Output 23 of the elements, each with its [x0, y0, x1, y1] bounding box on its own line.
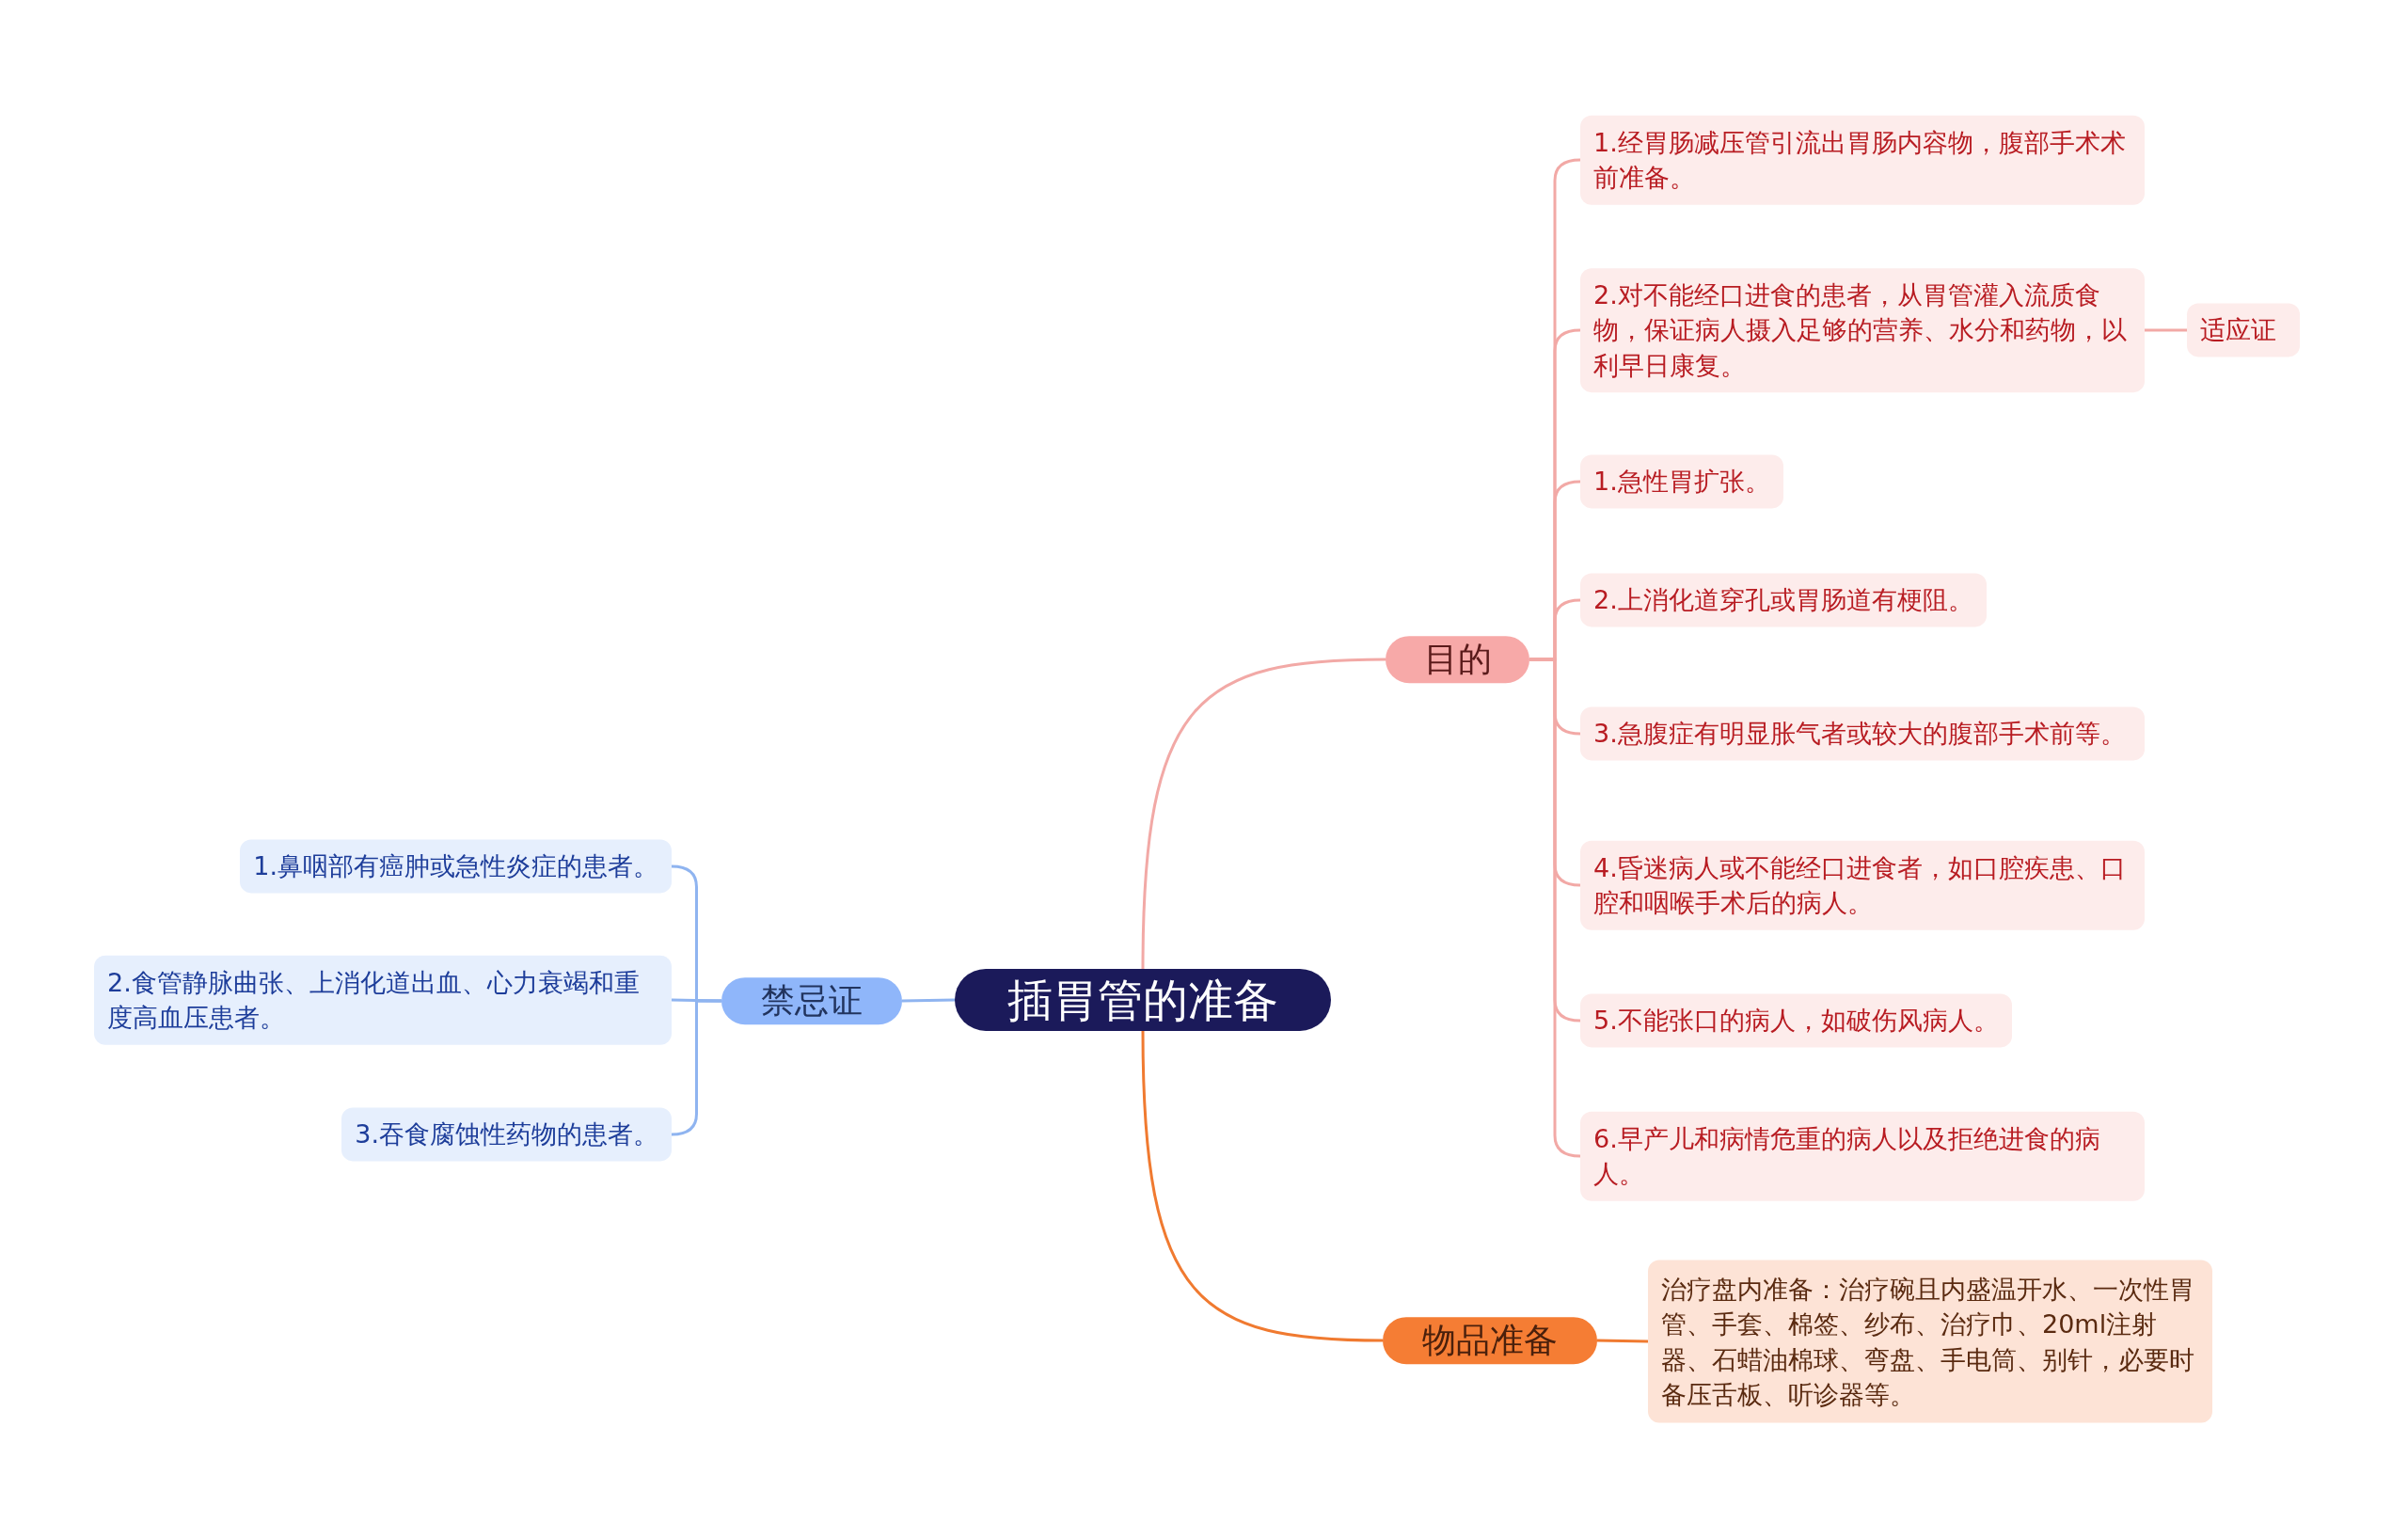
text-card: 1.鼻咽部有癌肿或急性炎症的患者。	[240, 839, 672, 894]
text-card: 适应证	[2187, 303, 2300, 357]
text-card: 3.急腹症有明显胀气者或较大的腹部手术前等。	[1580, 706, 2145, 761]
text-card: 1.急性胃扩张。	[1580, 454, 1783, 509]
connector-line	[2145, 328, 2187, 332]
text-card: 6.早产儿和病情危重的病人以及拒绝进食的病人。	[1580, 1111, 2145, 1201]
branch-topic: 禁忌证	[721, 977, 902, 1024]
text-card: 2.上消化道穿孔或胃肠道有梗阻。	[1580, 573, 1987, 627]
connector-line	[901, 998, 956, 1003]
connector-line	[671, 998, 722, 1003]
text-card: 3.吞食腐蚀性药物的患者。	[341, 1107, 672, 1162]
text-card: 2.食管静脉曲张、上消化道出血、心力衰竭和重度高血压患者。	[94, 955, 672, 1045]
branch-topic: 物品准备	[1383, 1317, 1597, 1364]
text-card: 治疗盘内准备：治疗碗且内盛温开水、一次性胃管、手套、棉签、纱布、治疗巾、20ml注射器、石蜡油棉球、弯盘、手电筒、别针，必要时备压舌板、听诊器等。	[1648, 1260, 2212, 1423]
text-card: 1.经胃肠减压管引流出胃肠内容物，腹部手术术前准备。	[1580, 115, 2145, 205]
connector-line	[1596, 1339, 1649, 1343]
branch-topic: 目的	[1386, 636, 1529, 683]
connector-line	[1141, 658, 1386, 969]
text-card: 2.对不能经口进食的患者，从胃管灌入流质食物，保证病人摄入足够的营养、水分和药物，以利早日康复。	[1580, 268, 2145, 392]
text-card: 5.不能张口的病人，如破伤风病人。	[1580, 993, 2012, 1048]
connector-line	[1141, 1031, 1384, 1342]
text-card: 4.昏迷病人或不能经口进食者，如口腔疾患、口腔和咽喉手术后的病人。	[1580, 840, 2145, 930]
central-topic: 插胃管的准备	[955, 968, 1331, 1032]
